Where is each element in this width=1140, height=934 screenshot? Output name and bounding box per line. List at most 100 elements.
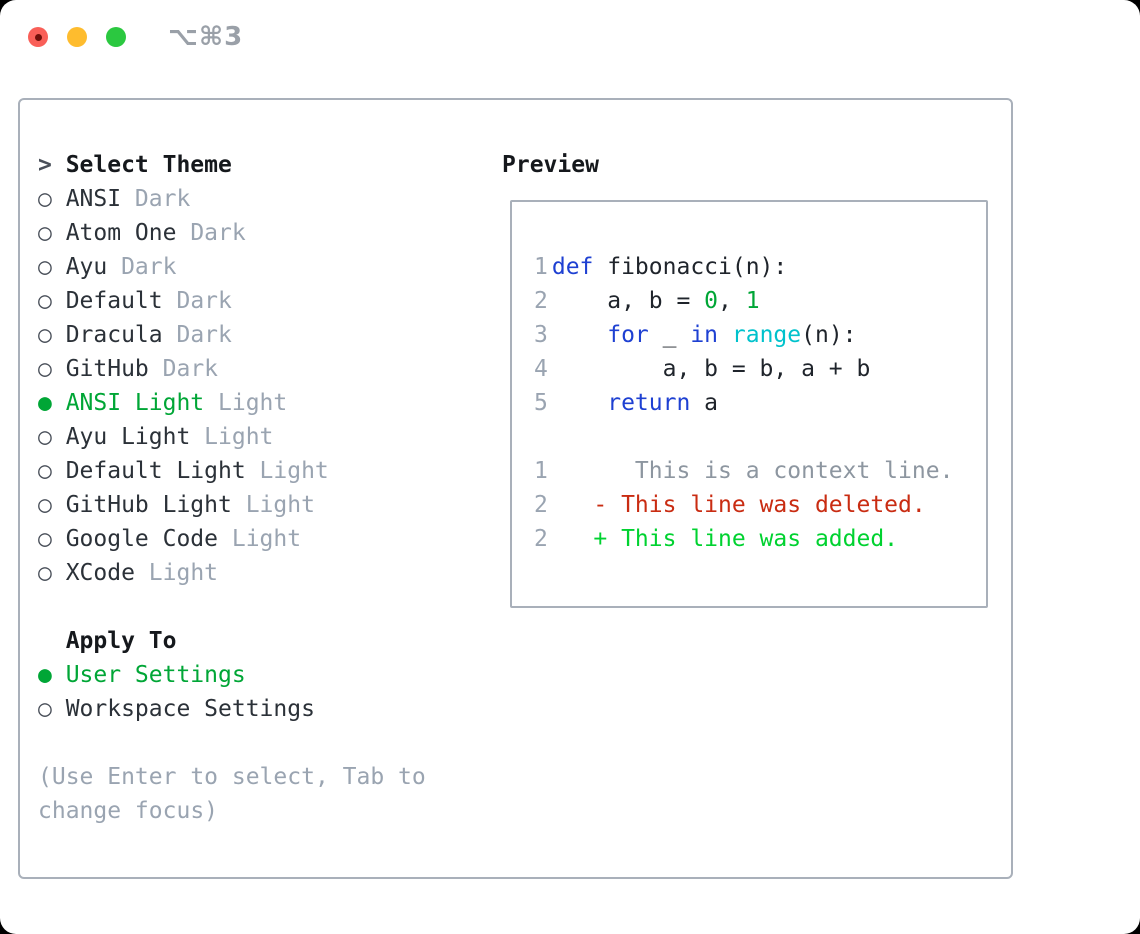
theme-variant: Light [204,424,274,450]
theme-variant: Dark [176,288,232,314]
minimize-button-icon[interactable] [67,27,87,47]
code-segment: a [690,390,719,416]
theme-name: Default Light [65,458,246,484]
code-segment: 0 [704,288,719,314]
theme-variant: Light [148,560,219,586]
code-segment: 1 [745,288,760,314]
line-number: 2 [534,288,548,314]
preview-header: Preview [502,152,599,178]
apply-to-list: ● User Settings ○ Workspace Settings [38,658,426,726]
theme-name: ANSI Light [65,390,205,416]
line-number: 2 [534,492,548,518]
line-number: 3 [534,322,548,348]
radio-icon: ○ [38,220,52,246]
code-text: a, b = 0, 1 [551,288,760,314]
code-text: This is a context line. [552,458,954,484]
radio-icon: ○ [38,526,52,552]
radio-icon: ○ [38,696,52,722]
apply-to-option[interactable]: ● User Settings [38,658,426,692]
close-button-icon[interactable] [28,27,48,47]
radio-icon: ○ [38,560,52,586]
code-text: return a [552,390,718,416]
theme-name: Google Code [65,526,219,552]
apply-to-name: Workspace Settings [65,696,315,722]
zoom-button-icon[interactable] [106,27,126,47]
theme-name: XCode [65,560,135,586]
code-segment: - This line was deleted. [551,492,926,518]
code-segment: for [607,322,649,348]
code-segment: range [731,322,802,348]
window-shortcut-label: ⌥⌘3 [168,22,244,52]
line-number: 5 [534,390,548,416]
code-line: 5 return a [534,386,986,420]
code-segment: a, b = [551,288,705,314]
apply-to-option[interactable]: ○ Workspace Settings [38,692,426,726]
theme-option[interactable]: ○ ANSI Dark [38,182,426,216]
theme-option[interactable]: ○ XCode Light [38,556,426,590]
code-segment: , [718,288,746,314]
theme-name: Default [65,288,163,314]
code-segment [552,322,607,348]
code-segment: a, b = b, a + b [551,356,871,382]
select-theme-header-label: Select Theme [65,152,232,178]
theme-variant: Dark [134,186,191,212]
theme-variant: Dark [121,254,177,280]
line-number: 1 [534,254,548,280]
code-segment: def [551,254,594,280]
theme-name: Atom One [65,220,177,246]
hint-line-2: change focus) [38,798,219,824]
theme-name: GitHub [65,356,149,382]
theme-option[interactable]: ○ Atom One Dark [38,216,426,250]
code-line: 3 for _ in range(n): [534,318,986,352]
code-text: a, b = b, a + b [552,356,871,382]
radio-icon: ○ [38,492,52,518]
theme-option[interactable]: ○ Google Code Light [38,522,426,556]
hint-line-1: (Use Enter to select, Tab to [38,764,426,790]
radio-icon: ○ [38,186,52,212]
code-segment: fibonacci(n): [593,254,788,280]
theme-variant: Dark [162,356,219,382]
code-line: 2 + This line was added. [534,522,986,556]
radio-icon: ○ [38,424,52,450]
code-segment: This is a context line. [551,458,954,484]
code-segment [552,390,607,416]
code-text: - This line was deleted. [551,492,926,518]
radio-icon: ○ [38,322,52,348]
code-text: + This line was added. [552,526,898,552]
traffic-lights [28,27,126,47]
line-number: 1 [534,458,548,484]
theme-name: ANSI [65,186,122,212]
apply-to-header: Apply To [65,628,177,654]
apply-to-name: User Settings [65,662,246,688]
radio-icon: ○ [38,356,52,382]
code-line: 1 This is a context line. [534,454,986,488]
code-line [534,420,986,454]
theme-option[interactable]: ○ GitHub Dark [38,352,426,386]
spacer [38,726,426,760]
theme-variant: Light [218,390,288,416]
title-bar: ⌥⌘3 [0,0,1140,98]
code-segment [718,322,732,348]
spacer [38,590,426,624]
focus-caret-icon: > [38,152,52,178]
theme-variant: Light [259,458,329,484]
theme-variant: Light [231,526,302,552]
code-segment: + This line was added. [551,526,899,552]
code-text: def fibonacci(n): [552,254,787,280]
line-number: 2 [534,526,548,552]
radio-icon: ○ [38,254,52,280]
radio-icon: ● [38,662,52,688]
theme-variant: Dark [190,220,246,246]
